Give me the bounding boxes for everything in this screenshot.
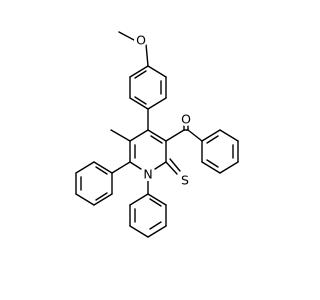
atom-carbonyl-oxygen: O: [179, 112, 193, 127]
atom-label-s: S: [181, 173, 189, 188]
benzoyl-phenyl-ring: [201, 129, 239, 174]
chemical-structure-diagram: O O N S: [75, 31, 239, 238]
atom-thione-sulfur: S: [178, 173, 192, 188]
bond-c3-carbonyl: [165, 129, 185, 142]
bond-thione-1: [165, 161, 178, 175]
bond-methoxy-methyl: [118, 31, 135, 41]
bond-c6-phenyl: [111, 161, 131, 174]
atom-label-o-carbonyl: O: [181, 112, 191, 127]
c6-phenyl-ring: [75, 161, 113, 206]
anisole-ring: [129, 65, 167, 110]
atom-label-o-methoxy: O: [136, 33, 146, 48]
bond-methoxy-oxygen-ring: [145, 43, 149, 67]
bond-carbonyl-phenyl: [187, 129, 203, 142]
atom-ring-nitrogen: N: [141, 167, 155, 182]
atom-label-n: N: [143, 167, 152, 182]
n-phenyl-ring: [129, 193, 167, 238]
bond-thione-2: [169, 158, 181, 172]
atom-methoxy-oxygen: O: [134, 33, 148, 48]
bond-methyl: [110, 129, 131, 142]
pyridine-thione-ring: [129, 129, 167, 170]
